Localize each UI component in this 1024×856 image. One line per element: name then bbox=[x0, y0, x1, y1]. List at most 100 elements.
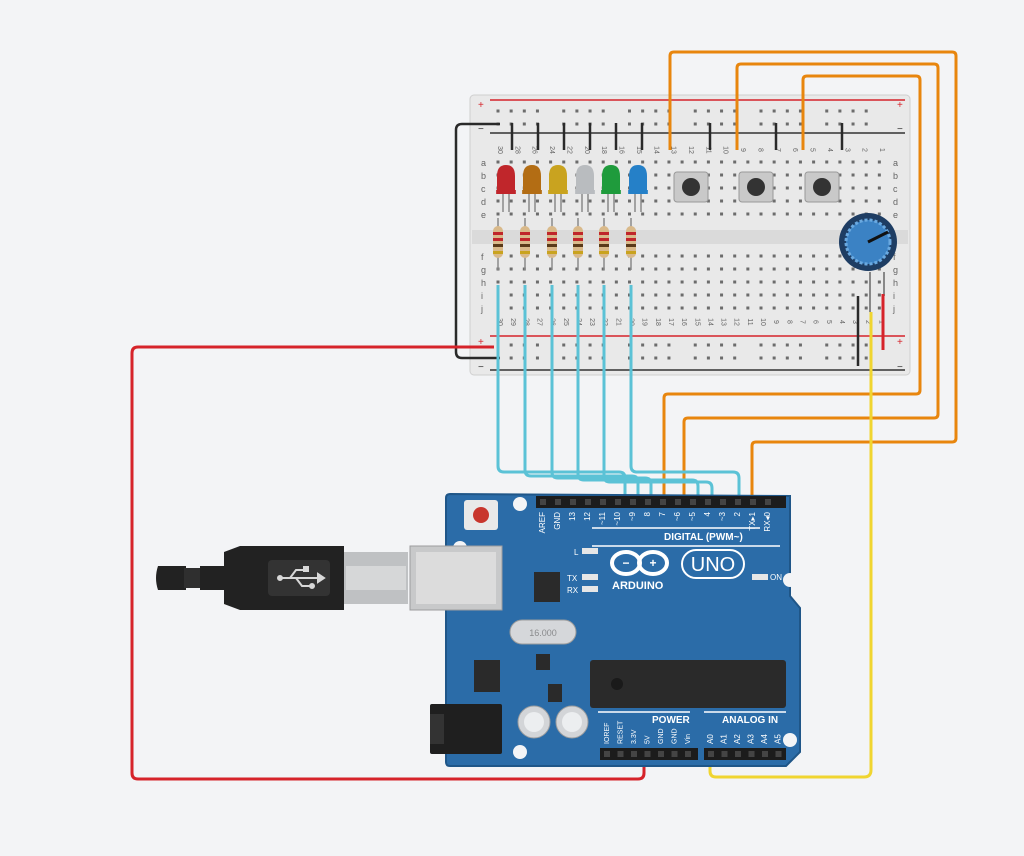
led-group bbox=[496, 165, 648, 212]
digital-pin-label: ~5 bbox=[688, 511, 697, 521]
column-number: 1 bbox=[878, 148, 885, 152]
row-letter: e bbox=[481, 210, 486, 220]
led-blue[interactable] bbox=[628, 165, 648, 212]
column-number: 10 bbox=[722, 146, 729, 154]
column-number: 15 bbox=[693, 318, 700, 326]
column-number: 1 bbox=[877, 320, 884, 324]
digital-pin-label: ~6 bbox=[673, 511, 682, 521]
column-number: 11 bbox=[746, 318, 753, 325]
column-number: 18 bbox=[600, 146, 607, 154]
column-number: 7 bbox=[798, 320, 805, 324]
gnd-jumpers bbox=[510, 123, 860, 366]
analog-pin-label: A3 bbox=[747, 734, 756, 744]
column-number: 12 bbox=[687, 146, 694, 154]
pushbutton-icon[interactable] bbox=[673, 171, 709, 203]
rail-plus-bottom-right: + bbox=[897, 337, 903, 348]
row-letter: h bbox=[893, 278, 898, 288]
digital-pin-label: 13 bbox=[568, 511, 577, 520]
digital-pin-label: RX◂0 bbox=[763, 511, 772, 531]
column-number: 4 bbox=[838, 320, 845, 324]
row-letter: g bbox=[893, 265, 898, 275]
row-letter: b bbox=[481, 171, 486, 181]
led-yellow[interactable] bbox=[548, 165, 568, 212]
column-number: 12 bbox=[733, 318, 740, 326]
led-orange[interactable] bbox=[522, 165, 542, 212]
digital-pin-label: ~3 bbox=[718, 511, 727, 521]
digital-pin-label: 12 bbox=[583, 511, 592, 520]
digital-pin-label: 4 bbox=[703, 511, 712, 516]
resistor[interactable] bbox=[573, 218, 583, 270]
row-letter: d bbox=[481, 197, 486, 207]
pushbutton-icon[interactable] bbox=[804, 171, 840, 203]
power-pin-label: Vin bbox=[685, 734, 692, 744]
column-number: 3 bbox=[843, 148, 850, 152]
column-number: 5 bbox=[809, 148, 816, 152]
column-number: 23 bbox=[588, 318, 595, 326]
digital-pin-label: TX▸1 bbox=[748, 511, 757, 530]
rail-plus-top-right: + bbox=[897, 100, 903, 111]
digital-pin-label: ~9 bbox=[628, 511, 637, 521]
brand-label: ARDUINO bbox=[612, 580, 664, 592]
logo-plus: + bbox=[649, 556, 656, 570]
wire-5v[interactable] bbox=[130, 345, 646, 781]
resistor[interactable] bbox=[520, 218, 530, 270]
digital-label: DIGITAL (PWM~) bbox=[664, 532, 743, 543]
digital-pin-label: ~11 bbox=[598, 511, 607, 525]
column-number: 13 bbox=[720, 318, 727, 326]
power-pin-label: RESET bbox=[618, 720, 625, 744]
row-letter: j bbox=[892, 304, 895, 314]
wire-gnd-loop[interactable] bbox=[454, 122, 500, 360]
arduino-logo-icon bbox=[610, 550, 669, 576]
column-number: 14 bbox=[652, 146, 659, 154]
led-red[interactable] bbox=[496, 165, 516, 212]
row-letter: g bbox=[481, 265, 486, 275]
usb-symbol-icon bbox=[277, 566, 326, 589]
column-number: 24 bbox=[548, 146, 555, 154]
column-number: 28 bbox=[513, 146, 520, 154]
column-number: 15 bbox=[635, 146, 642, 154]
column-number: 25 bbox=[562, 318, 569, 326]
resistor[interactable] bbox=[599, 218, 609, 270]
column-number: 29 bbox=[509, 318, 516, 326]
crystal-label: 16.000 bbox=[529, 628, 557, 638]
rail-minus-bottom-right: − bbox=[897, 362, 903, 373]
resistor[interactable] bbox=[493, 218, 503, 270]
resistor[interactable] bbox=[547, 218, 557, 270]
column-number: 4 bbox=[826, 148, 833, 152]
column-number: 19 bbox=[641, 318, 648, 326]
column-number: 10 bbox=[759, 318, 766, 326]
led-white[interactable] bbox=[575, 165, 595, 212]
row-letter: h bbox=[481, 278, 486, 288]
resistor-group bbox=[493, 218, 636, 270]
column-number: 9 bbox=[772, 320, 779, 324]
column-number: 3 bbox=[851, 320, 858, 324]
led-green[interactable] bbox=[601, 165, 621, 212]
digital-pin-label: 8 bbox=[643, 511, 652, 516]
row-letter: i bbox=[893, 291, 895, 301]
potentiometer-icon[interactable] bbox=[839, 213, 897, 271]
analog-pin-label: A0 bbox=[706, 734, 715, 744]
analog-label: ANALOG IN bbox=[722, 715, 778, 726]
pushbutton-icon[interactable] bbox=[738, 171, 774, 203]
digital-pin-label: GND bbox=[553, 512, 562, 530]
row-letter: d bbox=[893, 197, 898, 207]
column-number: 17 bbox=[667, 318, 674, 326]
model-label: UNO bbox=[691, 554, 735, 576]
row-letter: a bbox=[893, 158, 898, 168]
usb-plug-icon[interactable] bbox=[156, 546, 408, 610]
wire-a0[interactable] bbox=[708, 312, 873, 779]
digital-pin-label: AREF bbox=[538, 512, 547, 533]
column-number: 8 bbox=[785, 320, 792, 324]
column-number: 11 bbox=[704, 146, 711, 153]
resistor[interactable] bbox=[626, 218, 636, 270]
button-wires[interactable] bbox=[662, 50, 958, 496]
row-letter: a bbox=[481, 158, 486, 168]
column-number: 22 bbox=[565, 146, 572, 154]
led-wires[interactable] bbox=[496, 285, 741, 496]
column-number: 13 bbox=[670, 146, 677, 154]
power-pin-label: 5V bbox=[645, 735, 652, 744]
column-number: 30 bbox=[496, 146, 503, 154]
row-letter: e bbox=[893, 210, 898, 220]
